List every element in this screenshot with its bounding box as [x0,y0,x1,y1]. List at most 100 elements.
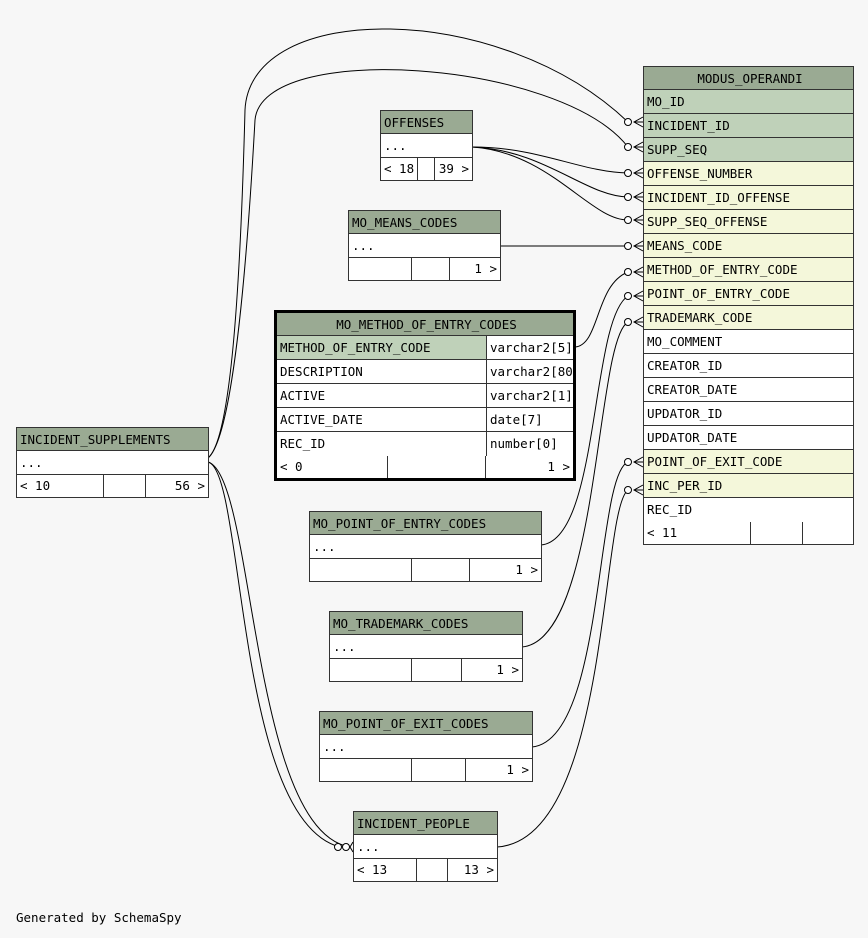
table-footer: 1 > [320,759,532,781]
column-name: REC_ID [280,436,326,451]
table-title: OFFENSES [381,111,472,134]
table-footer: < 0 1 > [277,456,573,478]
table-mo-point-of-entry-codes[interactable]: MO_POINT_OF_ENTRY_CODES ... 1 > [309,511,542,582]
table-offenses[interactable]: OFFENSES ... < 18 39 > [380,110,473,181]
parents-count[interactable]: < 13 [354,859,417,881]
table-footer: 1 > [330,659,522,681]
column-updator-date[interactable]: UPDATOR_DATE [644,426,853,450]
column-mo-id[interactable]: MO_ID [644,90,853,114]
column-trademark-code[interactable]: TRADEMARK_CODE [644,306,853,330]
footer-mid [412,759,466,781]
footer-mid [388,456,486,478]
edge-people-inc-per-id [496,489,629,848]
parents-count[interactable] [349,258,412,280]
generated-by-label: Generated by SchemaSpy [16,910,182,925]
footer-mid [412,659,462,681]
table-footer: < 13 13 > [354,859,497,881]
table-mo-trademark-codes[interactable]: MO_TRADEMARK_CODES ... 1 > [329,611,523,682]
edge-offenses-supp-seq-offense [471,146,629,221]
footer-mid [751,522,803,544]
column-point-of-exit-code[interactable]: POINT_OF_EXIT_CODE [644,450,853,474]
table-incident-supplements[interactable]: INCIDENT_SUPPLEMENTS ... < 10 56 > [16,427,209,498]
column-rec-id[interactable]: REC_ID [644,498,853,522]
children-count[interactable]: 1 > [496,662,519,677]
table-footer: < 11 [644,522,853,544]
table-footer: 1 > [349,258,500,280]
footer-mid [418,158,435,180]
column-rec-id[interactable]: REC_ID number[0] [277,432,573,456]
table-mo-means-codes[interactable]: MO_MEANS_CODES ... 1 > [348,210,501,281]
edge-offenses-incident-id-offense [471,146,629,198]
column-name: ACTIVE [280,388,326,403]
footer-mid [104,475,146,497]
column-active[interactable]: ACTIVE varchar2[1] [277,384,573,408]
edge-supplements-incident-id [207,28,629,459]
column-mo-comment[interactable]: MO_COMMENT [644,330,853,354]
edge-supplements-people-b [207,461,351,848]
table-title: MO_METHOD_OF_ENTRY_CODES [277,313,573,336]
table-columns-collapsed: ... [17,451,208,475]
parents-count[interactable]: < 0 [277,456,388,478]
edge-point-exit [531,461,629,748]
column-type: number[0] [486,432,573,456]
column-type: date[7] [486,408,573,431]
children-count[interactable] [803,522,853,544]
column-name: ACTIVE_DATE [280,412,363,427]
children-count[interactable]: 1 > [474,261,497,276]
column-type: varchar2[1] [486,384,573,407]
table-columns-collapsed: ... [320,735,532,759]
edge-supplements-people-a [207,461,341,848]
column-incident-id[interactable]: INCIDENT_ID [644,114,853,138]
column-creator-id[interactable]: CREATOR_ID [644,354,853,378]
parents-count[interactable]: < 11 [644,522,751,544]
column-method-of-entry-code[interactable]: METHOD_OF_ENTRY_CODE [644,258,853,282]
table-mo-method-of-entry-codes[interactable]: MO_METHOD_OF_ENTRY_CODES METHOD_OF_ENTRY… [274,310,576,481]
table-incident-people[interactable]: INCIDENT_PEOPLE ... < 13 13 > [353,811,498,882]
column-means-code[interactable]: MEANS_CODE [644,234,853,258]
footer-mid [412,559,470,581]
table-title: MO_POINT_OF_ENTRY_CODES [310,512,541,535]
parents-count[interactable]: < 18 [381,158,418,180]
table-title: MO_POINT_OF_EXIT_CODES [320,712,532,735]
table-columns-collapsed: ... [310,535,541,559]
footer-mid [412,258,450,280]
children-count[interactable]: 56 > [174,478,205,493]
children-count[interactable]: 13 > [463,862,494,877]
table-footer: < 18 39 > [381,158,472,180]
column-offense-number[interactable]: OFFENSE_NUMBER [644,162,853,186]
edge-offenses-offense-number [471,146,629,174]
table-columns-collapsed: ... [381,134,472,158]
table-footer: < 10 56 > [17,475,208,497]
children-count[interactable]: 1 > [547,459,570,474]
column-supp-seq-offense[interactable]: SUPP_SEQ_OFFENSE [644,210,853,234]
column-supp-seq[interactable]: SUPP_SEQ [644,138,853,162]
footer-mid [417,859,448,881]
edge-method-entry [574,271,629,348]
parents-count[interactable] [330,659,412,681]
table-title: MO_MEANS_CODES [349,211,500,234]
column-type: varchar2[5] [486,336,573,359]
table-title: INCIDENT_SUPPLEMENTS [17,428,208,451]
column-type: varchar2[80] [486,360,573,383]
table-mo-point-of-exit-codes[interactable]: MO_POINT_OF_EXIT_CODES ... 1 > [319,711,533,782]
column-creator-date[interactable]: CREATOR_DATE [644,378,853,402]
column-active-date[interactable]: ACTIVE_DATE date[7] [277,408,573,432]
parents-count[interactable] [310,559,412,581]
edge-trademark [521,321,629,648]
edge-supplements-supp-seq [207,69,629,459]
children-count[interactable]: 1 > [506,762,529,777]
column-point-of-entry-code[interactable]: POINT_OF_ENTRY_CODE [644,282,853,306]
table-title: INCIDENT_PEOPLE [354,812,497,835]
parents-count[interactable] [320,759,412,781]
table-columns-collapsed: ... [330,635,522,659]
column-updator-id[interactable]: UPDATOR_ID [644,402,853,426]
column-incident-id-offense[interactable]: INCIDENT_ID_OFFENSE [644,186,853,210]
parents-count[interactable]: < 10 [17,475,104,497]
children-count[interactable]: 39 > [438,161,469,176]
children-count[interactable]: 1 > [515,562,538,577]
column-inc-per-id[interactable]: INC_PER_ID [644,474,853,498]
